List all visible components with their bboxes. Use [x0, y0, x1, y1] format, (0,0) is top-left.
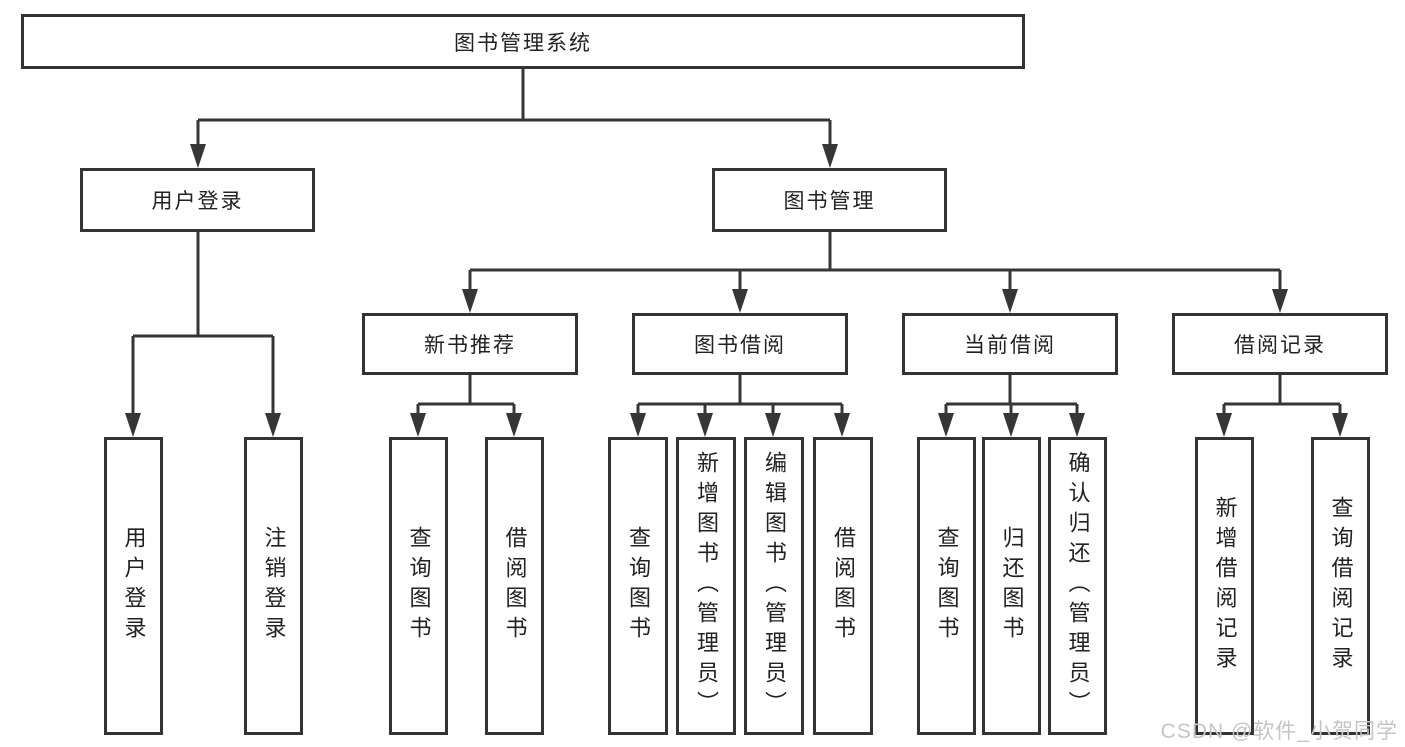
- node-book-mgmt-label: 图书管理: [783, 190, 876, 213]
- node-root: 图书管理系统: [21, 14, 1025, 69]
- arrowhead: [190, 144, 206, 168]
- arrowhead: [834, 413, 850, 437]
- leaf-user-login: 用户登录: [104, 437, 163, 735]
- connector-book-mgmt-to-level3: [468, 232, 1282, 291]
- leaf-query-book-2-label: 查询图书: [626, 526, 651, 646]
- leaf-add-book-admin-label: 新增图书（管理员）: [694, 451, 719, 721]
- node-user-login-label: 用户登录: [151, 190, 244, 213]
- arrowhead: [125, 413, 141, 437]
- arrowhead: [1216, 413, 1232, 437]
- leaf-query-book-2: 查询图书: [608, 437, 668, 735]
- arrowhead: [822, 144, 838, 168]
- leaf-return-book: 归还图书: [982, 437, 1041, 735]
- leaf-query-book-3: 查询图书: [917, 437, 976, 735]
- leaf-borrow-book-1: 借阅图书: [485, 437, 544, 735]
- node-book-mgmt: 图书管理: [712, 168, 947, 232]
- leaf-borrow-book-1-label: 借阅图书: [502, 526, 528, 646]
- leaf-confirm-return-admin-label: 确认归还（管理员）: [1065, 451, 1091, 721]
- arrowhead: [697, 413, 713, 437]
- connector-user-login-subtree: [131, 232, 275, 415]
- node-root-label: 图书管理系统: [454, 31, 592, 55]
- connector-current-borrow-subtree: [944, 375, 1079, 415]
- leaf-query-book-3-label: 查询图书: [934, 526, 960, 646]
- leaf-logout-login-label: 注销登录: [261, 526, 287, 646]
- node-book-borrow-label: 图书借阅: [694, 334, 786, 357]
- leaf-user-login-label: 用户登录: [121, 526, 147, 646]
- csdn-watermark: CSDN @软件_小贺同学: [1160, 720, 1398, 743]
- leaf-add-borrow-record-label: 新增借阅记录: [1212, 496, 1238, 676]
- leaf-add-book-admin: 新增图书（管理员）: [676, 437, 736, 735]
- arrowhead: [1272, 289, 1288, 313]
- arrowhead: [410, 413, 426, 437]
- node-borrow-record: 借阅记录: [1172, 313, 1388, 375]
- connector-new-book-rec-subtree: [416, 375, 516, 415]
- leaf-query-book-1-label: 查询图书: [406, 526, 432, 646]
- arrowheads: [125, 144, 1348, 437]
- leaf-confirm-return-admin: 确认归还（管理员）: [1048, 437, 1107, 735]
- arrowhead: [506, 413, 522, 437]
- arrowhead: [1003, 413, 1019, 437]
- connector-book-borrow-subtree: [636, 375, 844, 415]
- arrowhead: [1069, 413, 1085, 437]
- arrowhead: [265, 413, 281, 437]
- leaf-add-borrow-record: 新增借阅记录: [1195, 437, 1254, 735]
- node-book-borrow: 图书借阅: [632, 313, 848, 375]
- connector-borrow-record-subtree: [1222, 375, 1342, 415]
- leaf-return-book-label: 归还图书: [999, 526, 1025, 646]
- arrowhead: [630, 413, 646, 437]
- leaf-borrow-book-2-label: 借阅图书: [831, 526, 856, 646]
- leaf-borrow-book-2: 借阅图书: [813, 437, 873, 735]
- leaf-logout-login: 注销登录: [244, 437, 303, 735]
- arrowhead: [732, 289, 748, 313]
- node-current-borrow: 当前借阅: [902, 313, 1118, 375]
- arrowhead: [1002, 289, 1018, 313]
- node-new-book-recommend-label: 新书推荐: [424, 334, 516, 357]
- leaf-edit-book-admin: 编辑图书（管理员）: [744, 437, 804, 735]
- arrowhead: [938, 413, 954, 437]
- leaf-query-borrow-record-label: 查询借阅记录: [1328, 496, 1354, 676]
- leaf-edit-book-admin-label: 编辑图书（管理员）: [762, 451, 787, 721]
- arrowhead: [1332, 413, 1348, 437]
- arrowhead: [462, 289, 478, 313]
- node-user-login: 用户登录: [80, 168, 315, 232]
- connector-root-to-level2: [196, 69, 832, 146]
- node-current-borrow-label: 当前借阅: [964, 334, 1056, 357]
- node-borrow-record-label: 借阅记录: [1234, 334, 1326, 357]
- leaf-query-book-1: 查询图书: [389, 437, 448, 735]
- leaf-query-borrow-record: 查询借阅记录: [1311, 437, 1370, 735]
- node-new-book-recommend: 新书推荐: [362, 313, 578, 375]
- arrowhead: [765, 413, 781, 437]
